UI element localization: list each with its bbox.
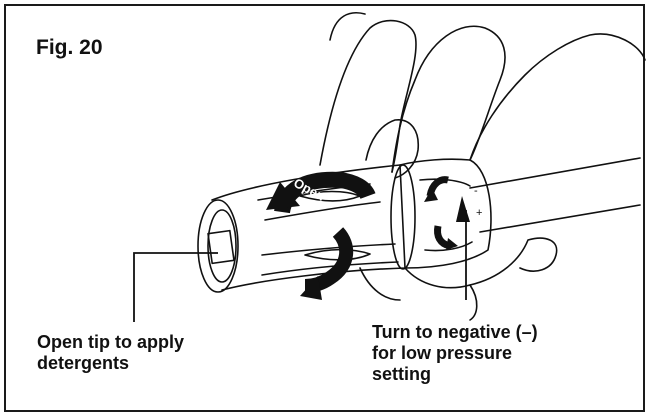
caption-line: detergents [37,353,130,373]
caption-line: for low pressure [372,343,513,363]
nozzle-orifice [207,229,235,265]
caption-line: Open tip to apply [37,332,184,352]
adjustment-collar [399,158,492,269]
left-leader-line [133,252,218,322]
nozzle-sleeve [211,164,406,291]
wand-shaft [469,157,641,233]
caption-turn-negative: Turn to negative (–) for low pressure se… [372,322,538,385]
nozzle-opening [197,199,239,293]
hand-thumb [404,237,558,289]
figure-title: Fig. 20 [36,36,103,59]
figure-frame [4,4,645,412]
caption-line: Turn to negative (–) [372,322,538,342]
collar-pointer [456,196,470,222]
minus-mark: - [474,185,478,197]
caption-line: setting [372,364,432,384]
hand-fingers [319,19,417,173]
caption-open-tip: Open tip to apply detergents [37,332,184,374]
collar-rotation-arrow [426,176,451,250]
plus-mark: + [476,207,482,219]
